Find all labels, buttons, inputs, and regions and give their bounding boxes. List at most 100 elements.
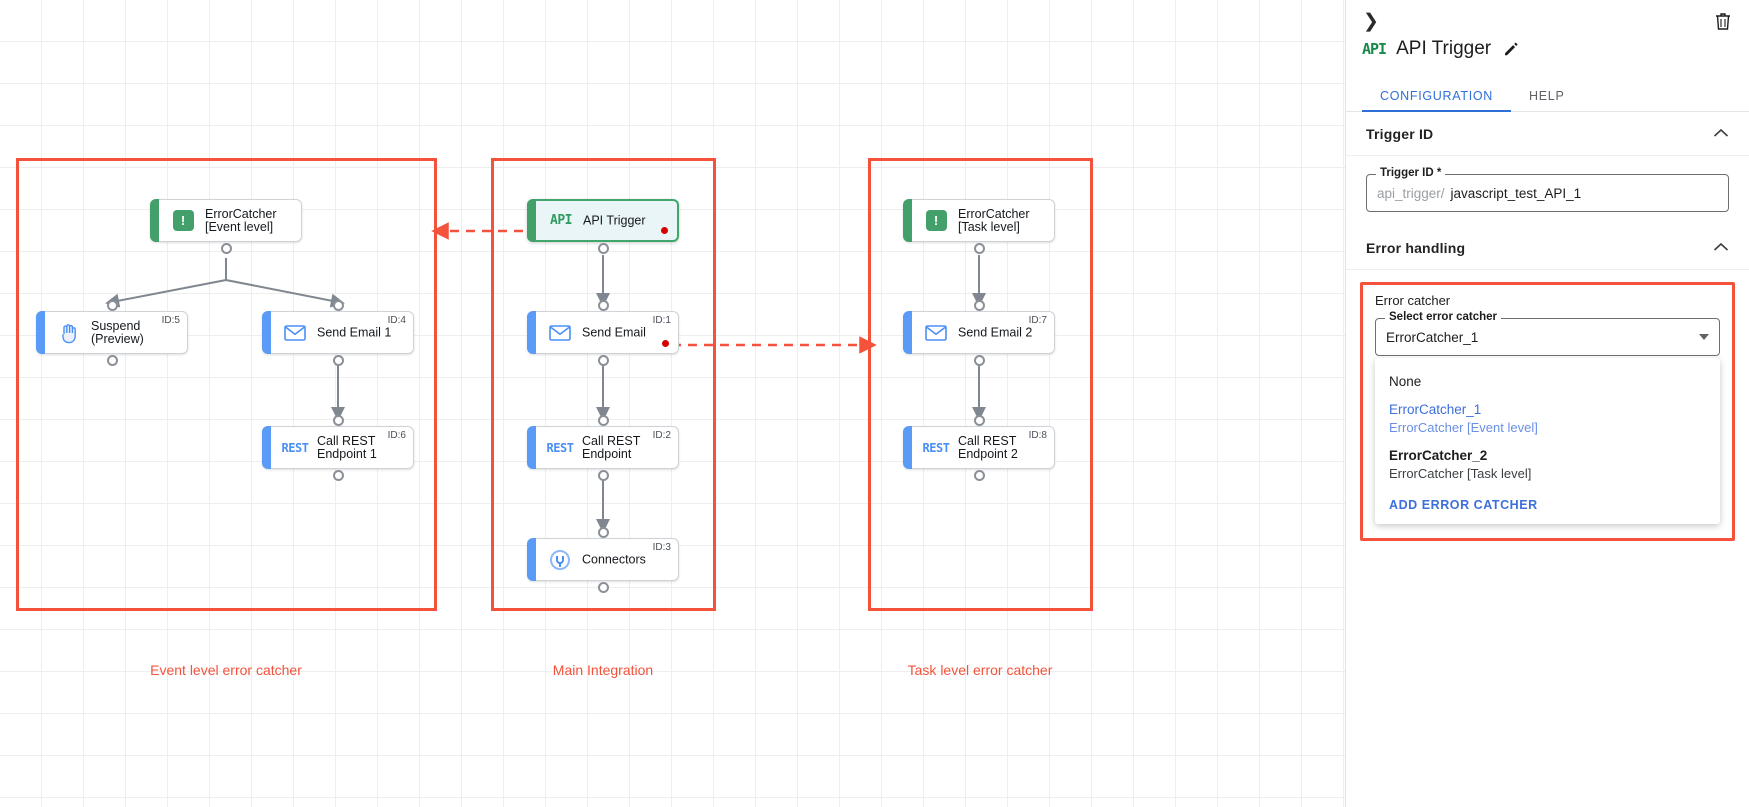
node-label: Send Email xyxy=(582,325,646,339)
node-input-port[interactable] xyxy=(106,300,118,311)
dropdown-option-subtitle: ErrorCatcher [Task level] xyxy=(1389,466,1532,481)
node-output-port[interactable] xyxy=(332,355,344,366)
tab-help[interactable]: HELP xyxy=(1529,89,1565,103)
chevron-up-icon[interactable] xyxy=(1713,125,1729,143)
node-accent-stripe xyxy=(527,426,536,469)
node-input-port[interactable] xyxy=(332,300,344,311)
node-accent-stripe xyxy=(36,311,45,354)
group-frame xyxy=(491,158,716,611)
dropdown-option-subtitle: ErrorCatcher [Event level] xyxy=(1389,420,1538,435)
workflow-node-suspend[interactable]: Suspend (Preview) ID:5 xyxy=(36,311,188,354)
inspector-panel: ❯ API API Trigger CONFIGURATION xyxy=(1345,0,1749,807)
node-accent-stripe xyxy=(903,311,912,354)
dropdown-option[interactable]: None xyxy=(1375,368,1720,396)
pencil-icon-svg xyxy=(1505,42,1518,56)
chevron-up-icon[interactable] xyxy=(1713,239,1729,257)
section-header-trigger-id[interactable]: Trigger ID xyxy=(1346,112,1749,156)
node-label: API Trigger xyxy=(583,213,646,227)
node-output-port[interactable] xyxy=(106,355,118,366)
node-input-port[interactable] xyxy=(973,300,985,311)
node-id-badge: ID:8 xyxy=(1028,430,1047,441)
node-accent-stripe xyxy=(903,199,912,242)
node-id-badge: ID:6 xyxy=(387,430,406,441)
section-title-trigger-id: Trigger ID xyxy=(1366,125,1434,142)
node-accent-stripe xyxy=(527,199,536,242)
chevron-up-icon-svg xyxy=(1713,242,1729,251)
node-input-port[interactable] xyxy=(332,415,344,426)
page-title: API Trigger xyxy=(1396,38,1492,59)
tab-configuration[interactable]: CONFIGURATION xyxy=(1362,80,1512,112)
node-output-port[interactable] xyxy=(332,470,344,481)
add-error-catcher-button[interactable]: ADD ERROR CATCHER xyxy=(1389,498,1538,512)
node-label: Suspend (Preview) xyxy=(91,318,144,346)
select-error-catcher-value: ErrorCatcher_1 xyxy=(1386,329,1479,345)
node-accent-stripe xyxy=(150,199,159,242)
node-id-badge: ID:1 xyxy=(652,315,671,326)
dropdown-option-title: ErrorCatcher_1 xyxy=(1389,402,1482,417)
node-output-port[interactable] xyxy=(597,470,609,481)
trigger-id-input[interactable]: Trigger ID * api_trigger/ javascript_tes… xyxy=(1366,167,1729,212)
envelope-icon xyxy=(284,324,306,341)
section-header-error-handling[interactable]: Error handling xyxy=(1346,226,1749,270)
chevron-up-icon-svg xyxy=(1713,128,1729,137)
rest-icon: REST xyxy=(546,440,574,455)
workflow-node-ec2[interactable]: ! ErrorCatcher [Task level] xyxy=(903,199,1055,242)
chevron-right-icon[interactable]: ❯ xyxy=(1363,10,1379,32)
node-output-port[interactable] xyxy=(973,470,985,481)
select-error-catcher-legend: Select error catcher xyxy=(1385,311,1502,323)
node-output-port[interactable] xyxy=(597,355,609,366)
node-label: Connectors xyxy=(582,552,646,566)
node-icon xyxy=(924,321,948,345)
node-accent-stripe xyxy=(527,538,536,581)
hand-icon xyxy=(62,323,76,343)
workflow-node-email0[interactable]: Send Email ID:1 xyxy=(527,311,679,354)
node-input-port[interactable] xyxy=(597,527,609,538)
select-error-catcher[interactable]: Select error catcher ErrorCatcher_1 xyxy=(1375,311,1720,356)
dropdown-option-title: ErrorCatcher_2 xyxy=(1389,448,1488,463)
node-icon: REST xyxy=(922,436,950,460)
rest-icon: REST xyxy=(281,440,309,455)
trigger-id-legend: Trigger ID * xyxy=(1376,167,1446,179)
node-id-badge: ID:2 xyxy=(652,430,671,441)
rest-icon: REST xyxy=(922,440,950,455)
node-icon: ! xyxy=(171,209,195,233)
workflow-node-rest0[interactable]: REST Call REST Endpoint ID:2 xyxy=(527,426,679,469)
node-id-badge: ID:5 xyxy=(161,315,180,326)
node-output-port[interactable] xyxy=(973,243,985,254)
trash-icon[interactable] xyxy=(1711,9,1735,33)
workflow-node-connectors[interactable]: Connectors ID:3 xyxy=(527,538,679,581)
node-icon: ! xyxy=(924,209,948,233)
group-label: Task level error catcher xyxy=(907,662,1053,678)
workflow-node-ec1[interactable]: !ErrorCatcher [Event level] xyxy=(150,199,302,242)
node-icon: REST xyxy=(546,436,574,460)
pencil-icon[interactable] xyxy=(1501,39,1521,59)
node-output-port[interactable] xyxy=(597,582,609,593)
node-input-port[interactable] xyxy=(973,415,985,426)
node-label: Send Email 1 xyxy=(317,325,392,339)
group-label: Event level error catcher xyxy=(150,662,302,678)
node-input-port[interactable] xyxy=(597,300,609,311)
node-label: Call REST Endpoint 1 xyxy=(317,433,377,461)
workflow-node-rest1[interactable]: REST Call REST Endpoint 1 ID:6 xyxy=(262,426,414,469)
node-output-port[interactable] xyxy=(220,243,232,254)
connectors-icon xyxy=(550,549,570,570)
node-icon xyxy=(283,321,307,345)
node-output-port[interactable] xyxy=(597,243,609,254)
chevron-down-icon[interactable] xyxy=(1699,334,1709,340)
node-id-badge: ID:3 xyxy=(652,542,671,553)
node-accent-stripe xyxy=(903,426,912,469)
node-input-port[interactable] xyxy=(597,415,609,426)
node-label: ErrorCatcher [Task level] xyxy=(958,206,1030,234)
error-catcher-icon: ! xyxy=(925,210,947,231)
node-label: Call REST Endpoint xyxy=(582,433,641,461)
node-output-port[interactable] xyxy=(973,355,985,366)
envelope-icon xyxy=(925,324,947,341)
